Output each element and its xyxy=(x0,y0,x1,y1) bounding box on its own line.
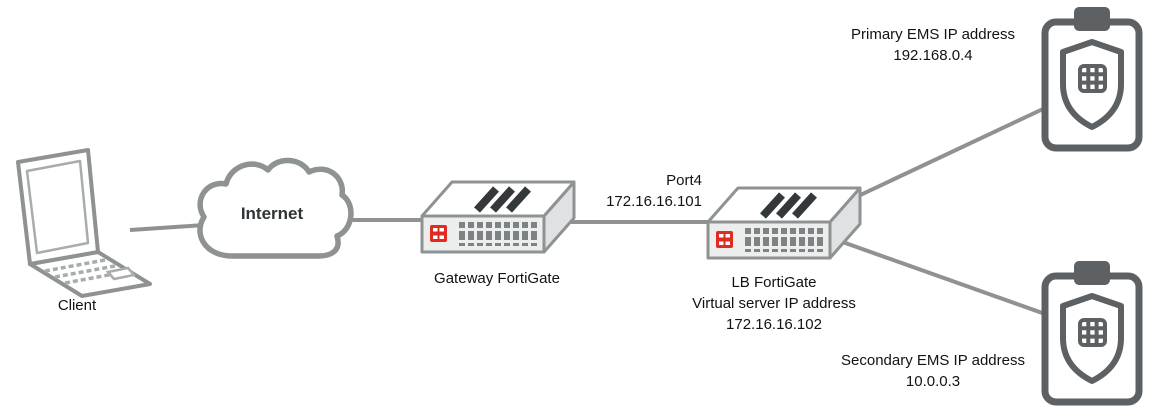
client-label: Client xyxy=(57,297,97,314)
primary-ems-ip: 192.168.0.4 xyxy=(893,47,973,64)
lb-fortigate-icon xyxy=(708,188,860,258)
lb-name: LB FortiGate xyxy=(731,274,817,291)
gateway-fortigate-label: Gateway FortiGate xyxy=(434,270,560,287)
secondary-ems-label: Secondary EMS IP address 10.0.0.3 xyxy=(818,350,1048,392)
laptop-screen-bezel xyxy=(25,159,90,255)
lb-virtual-server-label: Virtual server IP address xyxy=(692,295,856,312)
secondary-ems-icon xyxy=(1045,261,1139,402)
primary-ems-label: Primary EMS IP address 192.168.0.4 xyxy=(818,24,1048,66)
cloud-icon xyxy=(197,157,354,259)
primary-ems-icon xyxy=(1045,7,1139,148)
port-name: Port4 xyxy=(666,172,702,189)
laptop-touchpad xyxy=(105,266,137,281)
internet-label: Internet xyxy=(240,204,304,223)
laptop-icon xyxy=(16,148,152,298)
secondary-ems-ip: 10.0.0.3 xyxy=(905,373,961,390)
secondary-ems-title: Secondary EMS IP address xyxy=(841,352,1025,369)
lb-virtual-server-ip: 172.16.16.102 xyxy=(726,316,822,333)
link-lb-secondary-ems xyxy=(819,232,1063,322)
primary-ems-title: Primary EMS IP address xyxy=(851,26,1015,43)
port4-link-label: Port4 172.16.16.101 xyxy=(552,170,702,212)
lb-fortigate-label: LB FortiGate Virtual server IP address 1… xyxy=(654,272,894,335)
port-ip: 172.16.16.101 xyxy=(606,193,702,210)
